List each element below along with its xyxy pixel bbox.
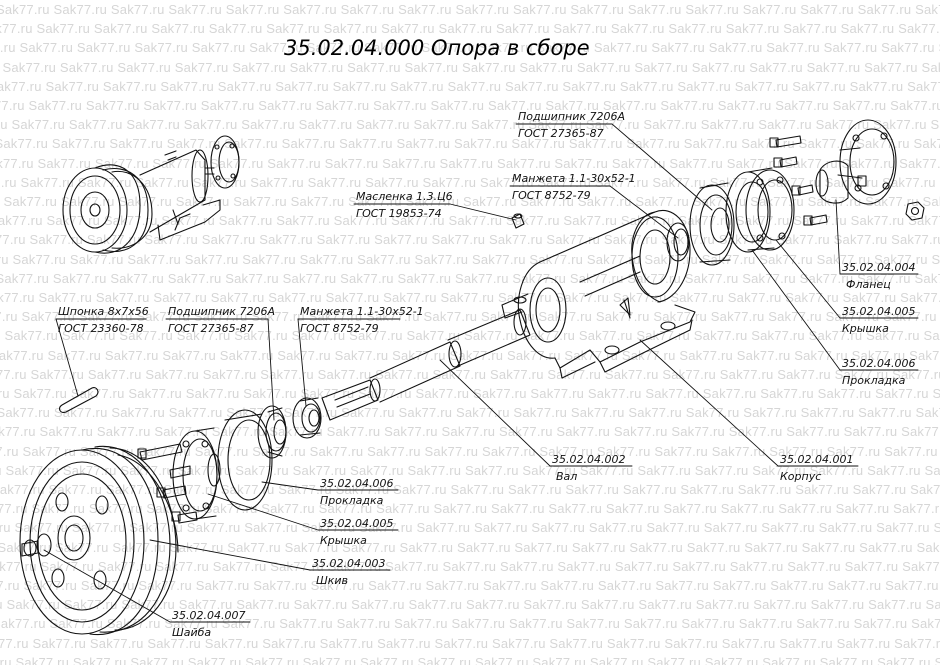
oiler-drawing <box>511 213 525 229</box>
housing-drawing <box>501 209 696 379</box>
drawing-title: 35.02.04.000 Опора в сборе <box>284 36 590 60</box>
callout-pulley-code: 35.02.04.003 <box>312 557 386 570</box>
callout-cover-right-name: Крышка <box>842 322 889 335</box>
callout-bearing-top-name: Подшипник 7206А <box>518 110 626 123</box>
callout-pulley-name: Шкив <box>316 574 349 587</box>
left-cover-drawing <box>137 427 221 524</box>
callout-housing-name: Корпус <box>780 470 822 483</box>
flange-drawing <box>815 119 925 221</box>
right-bearing-drawing <box>689 182 735 266</box>
callout-washer-name: Шайба <box>172 626 212 639</box>
callout-gasket-left-name: Прокладка <box>320 494 384 507</box>
callout-shaft-code: 35.02.04.002 <box>552 453 626 466</box>
callout-key-std: ГОСТ 23360-78 <box>58 322 144 335</box>
callout-key-name: Шпонка 8х7х56 <box>58 305 149 318</box>
left-bearing-drawing <box>257 405 287 459</box>
callout-oiler-std: ГОСТ 19853-74 <box>356 207 442 220</box>
callout-bearing-top-std: ГОСТ 27365-87 <box>518 127 604 140</box>
left-cuff-drawing <box>292 397 322 439</box>
left-gasket-drawing <box>217 409 273 511</box>
callout-gasket-left-code: 35.02.04.006 <box>320 477 394 490</box>
callout-flange-name: Фланец <box>846 278 891 291</box>
shaft-drawing <box>321 308 531 421</box>
assembled-view <box>62 135 240 254</box>
pulley-drawing <box>19 445 179 636</box>
callout-cover-right-code: 35.02.04.005 <box>842 305 916 318</box>
right-cover-drawing <box>745 135 828 251</box>
callout-oiler-name: Масленка 1.3.Ц6 <box>356 190 453 203</box>
callout-cuff-top-name: Манжета 1.1-30х52-1 <box>512 172 636 185</box>
right-cuff-drawing <box>666 222 690 262</box>
callout-gasket-right-code: 35.02.04.006 <box>842 357 916 370</box>
callout-housing-code: 35.02.04.001 <box>780 453 854 466</box>
callout-cover-left-code: 35.02.04.005 <box>320 517 394 530</box>
callout-flange-code: 35.02.04.004 <box>842 261 916 274</box>
key-drawing <box>58 387 99 413</box>
callout-shaft-name: Вал <box>556 470 578 483</box>
callout-bearing-left-name: Подшипник 7206А <box>168 305 276 318</box>
callout-cuff-left-name: Манжета 1.1-30х52-1 <box>300 305 424 318</box>
callout-bearing-left-std: ГОСТ 27365-87 <box>168 322 254 335</box>
callout-washer-code: 35.02.04.007 <box>172 609 246 622</box>
leader-lines <box>43 123 919 623</box>
callout-cuff-left-std: ГОСТ 8752-79 <box>300 322 379 335</box>
callout-gasket-right-name: Прокладка <box>842 374 906 387</box>
callout-cuff-top-std: ГОСТ 8752-79 <box>512 189 591 202</box>
callout-cover-left-name: Крышка <box>320 534 367 547</box>
